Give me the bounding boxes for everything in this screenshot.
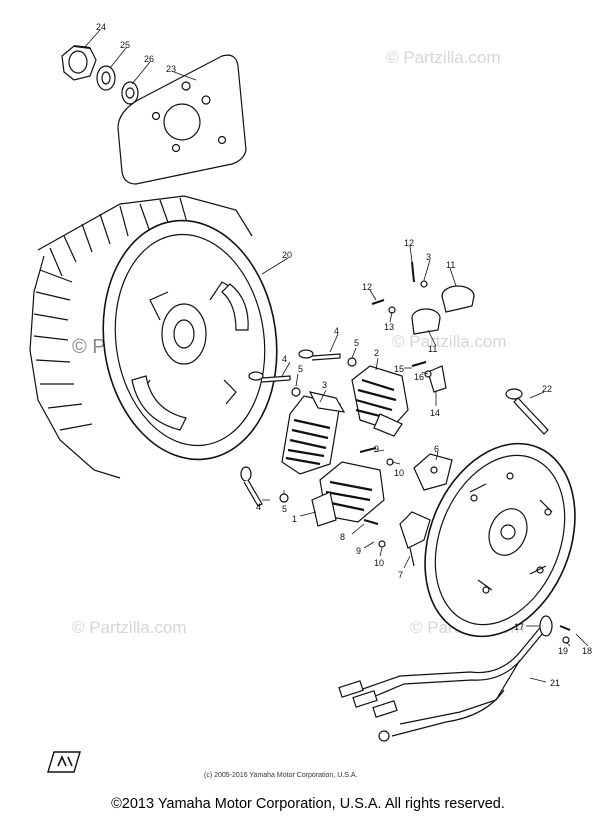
watermark-bottom-left: © Partzilla.com bbox=[72, 618, 187, 637]
washer-part-25 bbox=[96, 65, 116, 91]
screw-part-8 bbox=[363, 519, 379, 525]
callout-12-top: 12 bbox=[404, 238, 414, 248]
washer-part-5-lower bbox=[279, 493, 289, 503]
screw-part-12-top bbox=[411, 261, 415, 283]
brand-logo-icon bbox=[47, 751, 81, 773]
gasket-plate-part-23 bbox=[117, 54, 247, 185]
coil-part-1 bbox=[311, 461, 385, 527]
washer-part-5-upper bbox=[347, 357, 357, 367]
washer-part-26 bbox=[121, 81, 139, 105]
callout-4-lower: 4 bbox=[256, 502, 261, 512]
screw-part-4-middle bbox=[248, 371, 291, 383]
callout-11-lower: 11 bbox=[428, 344, 437, 354]
screw-part-18 bbox=[559, 625, 571, 631]
callout-10-upper: 10 bbox=[394, 468, 404, 478]
screw-part-4-lower bbox=[240, 466, 263, 507]
callout-12-left: 12 bbox=[362, 282, 372, 292]
callout-2: 2 bbox=[374, 348, 379, 358]
screw-part-9-upper bbox=[359, 447, 377, 453]
callout-5-upper: 5 bbox=[354, 338, 359, 348]
callout-18: 18 bbox=[582, 646, 592, 656]
brand-logo bbox=[44, 748, 84, 777]
wire-harness-part-21 bbox=[338, 615, 553, 742]
callout-21: 21 bbox=[550, 678, 560, 688]
callout-13: 13 bbox=[384, 322, 394, 332]
callout-5-middle: 5 bbox=[298, 364, 303, 374]
screw-part-15 bbox=[411, 361, 427, 367]
screw-part-4-upper bbox=[298, 349, 341, 361]
coil-part-3 bbox=[281, 391, 346, 475]
callout-6: 6 bbox=[434, 444, 439, 454]
callout-26: 26 bbox=[144, 54, 154, 64]
callout-numbers: 24 25 26 23 20 12 3 11 12 13 11 4 4 5 5 … bbox=[96, 22, 592, 688]
callout-16: 16 bbox=[414, 372, 424, 382]
contact-breaker-part-6 bbox=[413, 453, 453, 491]
screw-part-22 bbox=[505, 388, 549, 435]
callout-9-upper: 9 bbox=[374, 444, 379, 454]
callout-3-center: 3 bbox=[322, 380, 327, 390]
callout-25: 25 bbox=[120, 40, 130, 50]
callout-19: 19 bbox=[558, 646, 568, 656]
callout-24: 24 bbox=[96, 22, 106, 32]
footer-copyright-text: ©2013 Yamaha Motor Corporation, U.S.A. A… bbox=[111, 796, 505, 812]
lead-bracket-part-14 bbox=[427, 365, 447, 393]
nut-part-24 bbox=[61, 45, 97, 81]
callout-14: 14 bbox=[430, 408, 440, 418]
callout-9-lower: 9 bbox=[356, 546, 361, 556]
callout-5-lower: 5 bbox=[282, 504, 287, 514]
inner-copyright-text: (c) 2005-2016 Yamaha Motor Corporation, … bbox=[204, 772, 358, 779]
watermark-mid-right: © Partzilla.com bbox=[392, 332, 507, 351]
exploded-parts-diagram: 24 25 26 23 20 12 3 11 12 13 11 4 4 5 5 … bbox=[29, 22, 592, 742]
leader-lines bbox=[83, 29, 589, 683]
flywheel-part-20 bbox=[29, 195, 278, 479]
washer-part-19 bbox=[562, 636, 570, 644]
callout-10-lower: 10 bbox=[374, 558, 384, 568]
washer-part-5-middle bbox=[291, 387, 301, 397]
coil-part-2 bbox=[351, 365, 409, 437]
callout-4-middle: 4 bbox=[282, 354, 287, 364]
washer-part-10-lower bbox=[378, 540, 386, 548]
contact-breaker-part-7 bbox=[399, 511, 431, 567]
condenser-part-11-lower bbox=[411, 308, 441, 335]
callout-1: 1 bbox=[292, 514, 297, 524]
condenser-part-11-top bbox=[441, 285, 475, 313]
callout-23: 23 bbox=[166, 64, 176, 74]
callout-8: 8 bbox=[340, 532, 345, 542]
callout-20: 20 bbox=[282, 250, 292, 260]
stator-base-plate bbox=[424, 442, 576, 638]
watermark-top-right: © Partzilla.com bbox=[386, 48, 501, 67]
callout-15: 15 bbox=[394, 364, 404, 374]
washer-part-3-small bbox=[420, 280, 428, 288]
callout-11-top: 11 bbox=[446, 260, 455, 270]
callout-3-top: 3 bbox=[426, 252, 431, 262]
screw-part-12-left bbox=[371, 299, 385, 305]
callout-7: 7 bbox=[398, 570, 403, 580]
callout-22: 22 bbox=[542, 384, 552, 394]
callout-4-upper: 4 bbox=[334, 326, 339, 336]
callout-17: 17 bbox=[514, 622, 524, 632]
